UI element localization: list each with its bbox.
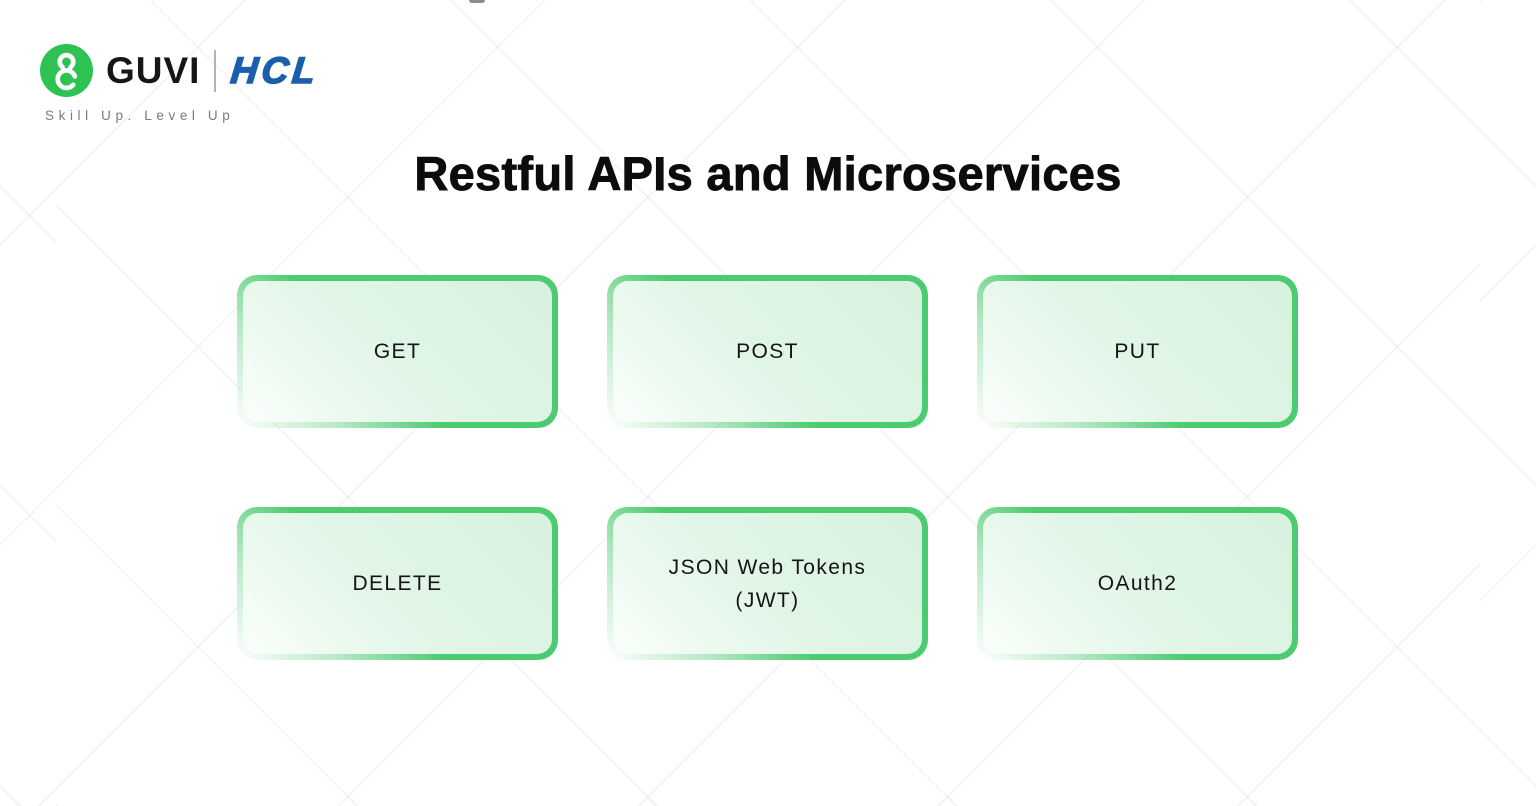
card-oauth2-label: OAuth2: [1097, 572, 1178, 595]
brand-tagline: Skill Up. Level Up: [45, 108, 235, 123]
brand-header: GUVI HCL Skill Up. Level Up: [40, 44, 326, 123]
top-edge-artifact: [469, 0, 485, 3]
page-title: Restful APIs and Microservices: [414, 147, 1122, 201]
card-get-body: GET: [243, 281, 552, 422]
card-delete-label: DELETE: [352, 572, 443, 595]
card-jwt-body: JSON Web Tokens (JWT): [613, 513, 922, 654]
card-post-body: POST: [613, 281, 922, 422]
card-oauth2: OAuth2: [977, 507, 1298, 660]
card-get: GET: [237, 275, 558, 428]
card-post-label: POST: [736, 340, 799, 363]
guvi-wordmark: GUVI: [106, 49, 201, 91]
card-delete: DELETE: [237, 507, 558, 660]
card-jwt-label-line2: (JWT): [735, 588, 800, 612]
card-post: POST: [607, 275, 928, 428]
hcl-wordmark: HCL: [229, 49, 323, 92]
brand-divider: [214, 49, 217, 92]
card-put-label: PUT: [1114, 340, 1161, 363]
card-delete-body: DELETE: [243, 513, 552, 654]
brand-row: GUVI HCL: [40, 44, 326, 97]
card-jwt: JSON Web Tokens (JWT): [607, 507, 928, 660]
card-put-body: PUT: [983, 281, 1292, 422]
card-oauth2-body: OAuth2: [983, 513, 1292, 654]
card-get-label: GET: [373, 340, 422, 363]
cards-grid: GET POST PUT DELETE JSON Web Tok: [237, 275, 1298, 660]
card-jwt-label: JSON Web Tokens: [668, 555, 867, 579]
card-put: PUT: [977, 275, 1298, 428]
guvi-logo-icon: [40, 44, 93, 97]
